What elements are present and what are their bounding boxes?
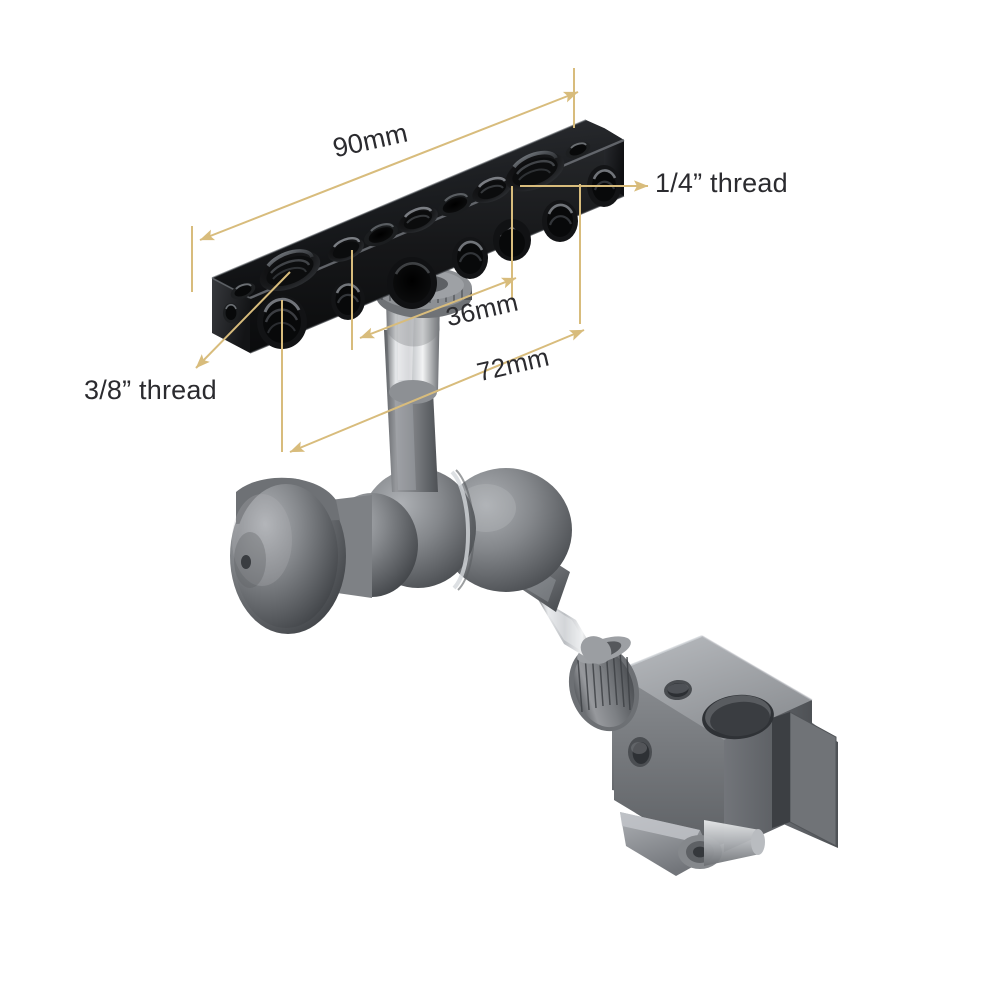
lower-chrome-post [536,596,612,668]
dimension-annotations [191,68,649,453]
callout-label-quarter-inch-thread: 1/4” thread [655,168,788,198]
clamp-block [612,635,838,852]
dim-line-90 [199,91,579,241]
callout-label-three-eighth-thread: 3/8” thread [84,375,217,405]
dim-line-36 [359,277,517,339]
leader-three-eighth [195,271,291,369]
clamp-lever [620,812,765,876]
dim-line-72 [289,329,585,453]
tightening-knob [230,477,418,634]
